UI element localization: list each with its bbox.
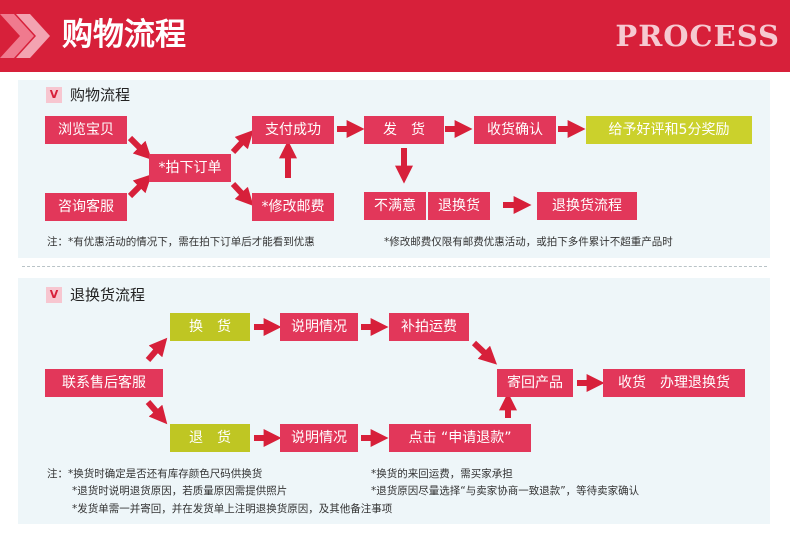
refund-box: 退 货 xyxy=(170,424,250,452)
shopping-flow-title: 购物流程 xyxy=(70,86,131,104)
note-l3: *发货单需一并寄回，并在发货单上注明退换货原因，及其他备注事项 xyxy=(72,503,393,515)
note-r1: *换货的来回运费，需买家承担 xyxy=(371,468,513,480)
unsatisfied-box: 不满意 xyxy=(364,192,426,220)
note-r2: *退货原因尽量选择“与卖家协商一致退款”，等待卖家确认 xyxy=(371,485,640,497)
note-right: *修改邮费仅限有邮费优惠活动，或拍下多件累计不超重产品时 xyxy=(384,236,673,248)
extra-fee-box: 补拍运费 xyxy=(389,313,469,341)
note-l2: *退货时说明退货原因，若质量原因需提供照片 xyxy=(72,485,288,497)
exchange-box: 换 货 xyxy=(170,313,250,341)
page-header: 购物流程 PROCESS xyxy=(0,0,790,72)
arrow-icon xyxy=(230,181,254,207)
send-back-box: 寄回产品 xyxy=(497,369,573,397)
section-badge-icon: V xyxy=(46,287,62,303)
page-title: 购物流程 xyxy=(62,17,186,53)
review-reward-box: 给予好评和5分奖励 xyxy=(586,116,752,144)
confirm-receipt-box: 收货确认 xyxy=(474,116,556,144)
return-flow-title: 退换货流程 xyxy=(70,286,146,304)
arrow-icon xyxy=(230,129,254,155)
ship-box: 发 货 xyxy=(364,116,444,144)
order-box: *拍下订单 xyxy=(149,154,231,182)
arrow-icon xyxy=(145,337,168,362)
arrow-icon xyxy=(127,174,152,199)
return-process-box: 退换货流程 xyxy=(537,192,637,220)
explain-situation-box: 说明情况 xyxy=(280,424,358,452)
note-l1: 注：*换货时确定是否还有库存颜色尺码供换货 xyxy=(47,468,263,480)
apply-refund-box: 点击 “申请退款” xyxy=(389,424,531,452)
note-left: 注：*有优惠活动的情况下，需在拍下订单后才能看到优惠 xyxy=(47,236,315,248)
arrow-icon xyxy=(145,400,168,425)
contact-service-box: 联系售后客服 xyxy=(45,369,163,397)
shopping-flow-panel xyxy=(18,80,770,258)
modify-postage-box: *修改邮费 xyxy=(252,193,334,221)
process-label: PROCESS xyxy=(615,19,780,53)
arrow-icon xyxy=(471,340,498,365)
section-divider xyxy=(22,266,767,267)
section-badge-icon: V xyxy=(46,87,62,103)
pay-success-box: 支付成功 xyxy=(252,116,334,144)
return-goods-box: 退换货 xyxy=(428,192,490,220)
consult-box: 咨询客服 xyxy=(45,193,127,221)
explain-situation-box: 说明情况 xyxy=(280,313,358,341)
chevron-decoration-icon xyxy=(0,14,50,58)
browse-box: 浏览宝贝 xyxy=(45,116,127,144)
receive-process-box: 收货 办理退换货 xyxy=(603,369,745,397)
arrow-icon xyxy=(127,135,152,160)
